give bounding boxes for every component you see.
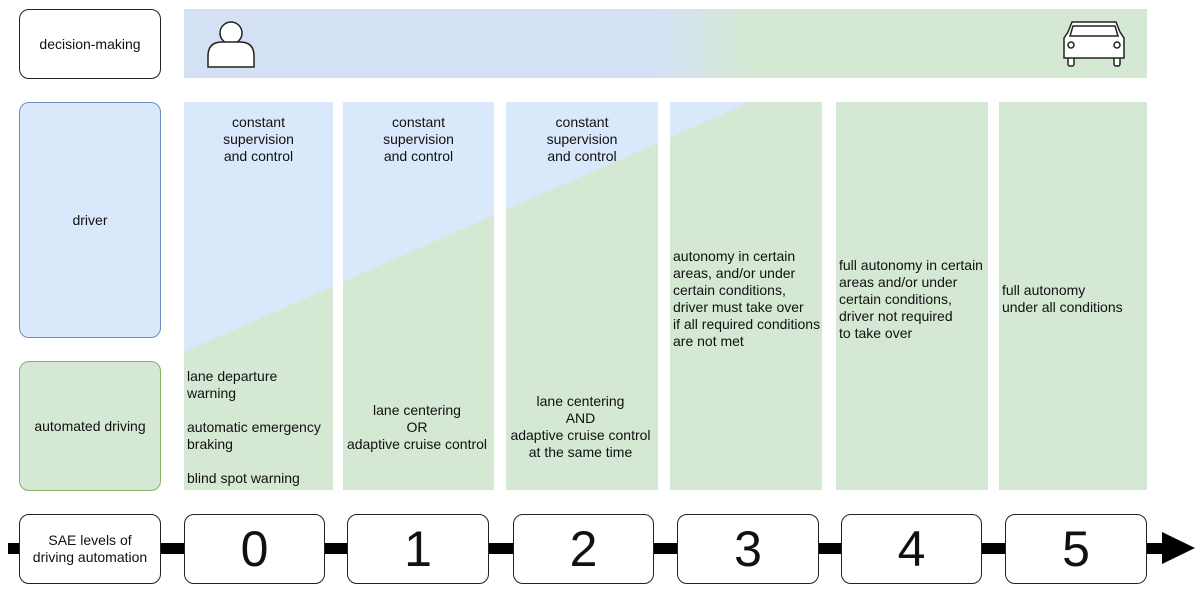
driver-label: driver — [19, 102, 161, 338]
driver-task-text: constant supervision and control — [546, 114, 618, 164]
decision-band — [184, 9, 1147, 78]
capability-line: if all required conditions — [673, 316, 821, 332]
capability-line: areas, and/or under — [673, 265, 796, 281]
capability-line: autonomy in certain — [673, 248, 796, 264]
capability-line: blind spot warning — [187, 470, 300, 486]
capability-line: full autonomy in certain — [839, 257, 983, 273]
sae-level-3-box: 3 — [677, 514, 819, 584]
level-2-automation-area — [506, 142, 658, 490]
car-icon — [1063, 21, 1125, 67]
sae-level-0-box: 0 — [184, 514, 325, 584]
capability-line: at the same time — [528, 444, 633, 460]
level-4-automation-area — [836, 102, 988, 490]
capability-line: driver must take over — [673, 299, 804, 315]
level-3-automation-area — [670, 102, 822, 490]
automated-driving-label: automated driving — [19, 361, 161, 491]
capability-line: automatic emergency — [187, 419, 321, 435]
sae-level-4-box: 4 — [841, 514, 982, 584]
capability-line: warning — [187, 385, 237, 401]
level-0-automation-area — [184, 286, 333, 490]
sae-level-5-box: 5 — [1005, 514, 1147, 584]
capability-line: OR — [406, 419, 428, 435]
capability-line: braking — [187, 436, 233, 452]
timeline-arrow-head — [1162, 532, 1195, 564]
capability-line: adaptive cruise control — [510, 427, 651, 443]
capability-line — [187, 402, 333, 419]
capability-line: lane centering — [373, 402, 461, 418]
level-5-automation-area — [999, 102, 1147, 490]
driver-task-text: constant supervision and control — [223, 114, 294, 164]
capability-line: certain conditions, — [839, 291, 952, 307]
capability-line: areas and/or under — [839, 274, 958, 290]
capability-line: driver not required — [839, 308, 953, 324]
capability-line: lane departure — [187, 368, 278, 384]
capability-line: AND — [565, 410, 596, 426]
level-1-automation-area — [343, 215, 494, 490]
capability-line: adaptive cruise control — [346, 436, 488, 452]
driver-task-text: constant supervision and control — [383, 114, 454, 164]
sae-level-1-box: 1 — [347, 514, 489, 584]
capability-line: certain conditions, — [673, 282, 786, 298]
capability-line — [187, 453, 333, 470]
capability-line: lane centering — [536, 393, 625, 409]
capability-line: are not met — [673, 333, 744, 349]
decision-making-label: decision-making — [19, 9, 161, 79]
capability-line: to take over — [839, 325, 913, 341]
capability-line: full autonomy — [1002, 282, 1086, 298]
sae-level-2-box: 2 — [513, 514, 654, 584]
capability-line: under all conditions — [1002, 299, 1123, 315]
sae-levels-label: SAE levels of driving automation — [19, 514, 161, 584]
person-icon — [207, 21, 255, 68]
